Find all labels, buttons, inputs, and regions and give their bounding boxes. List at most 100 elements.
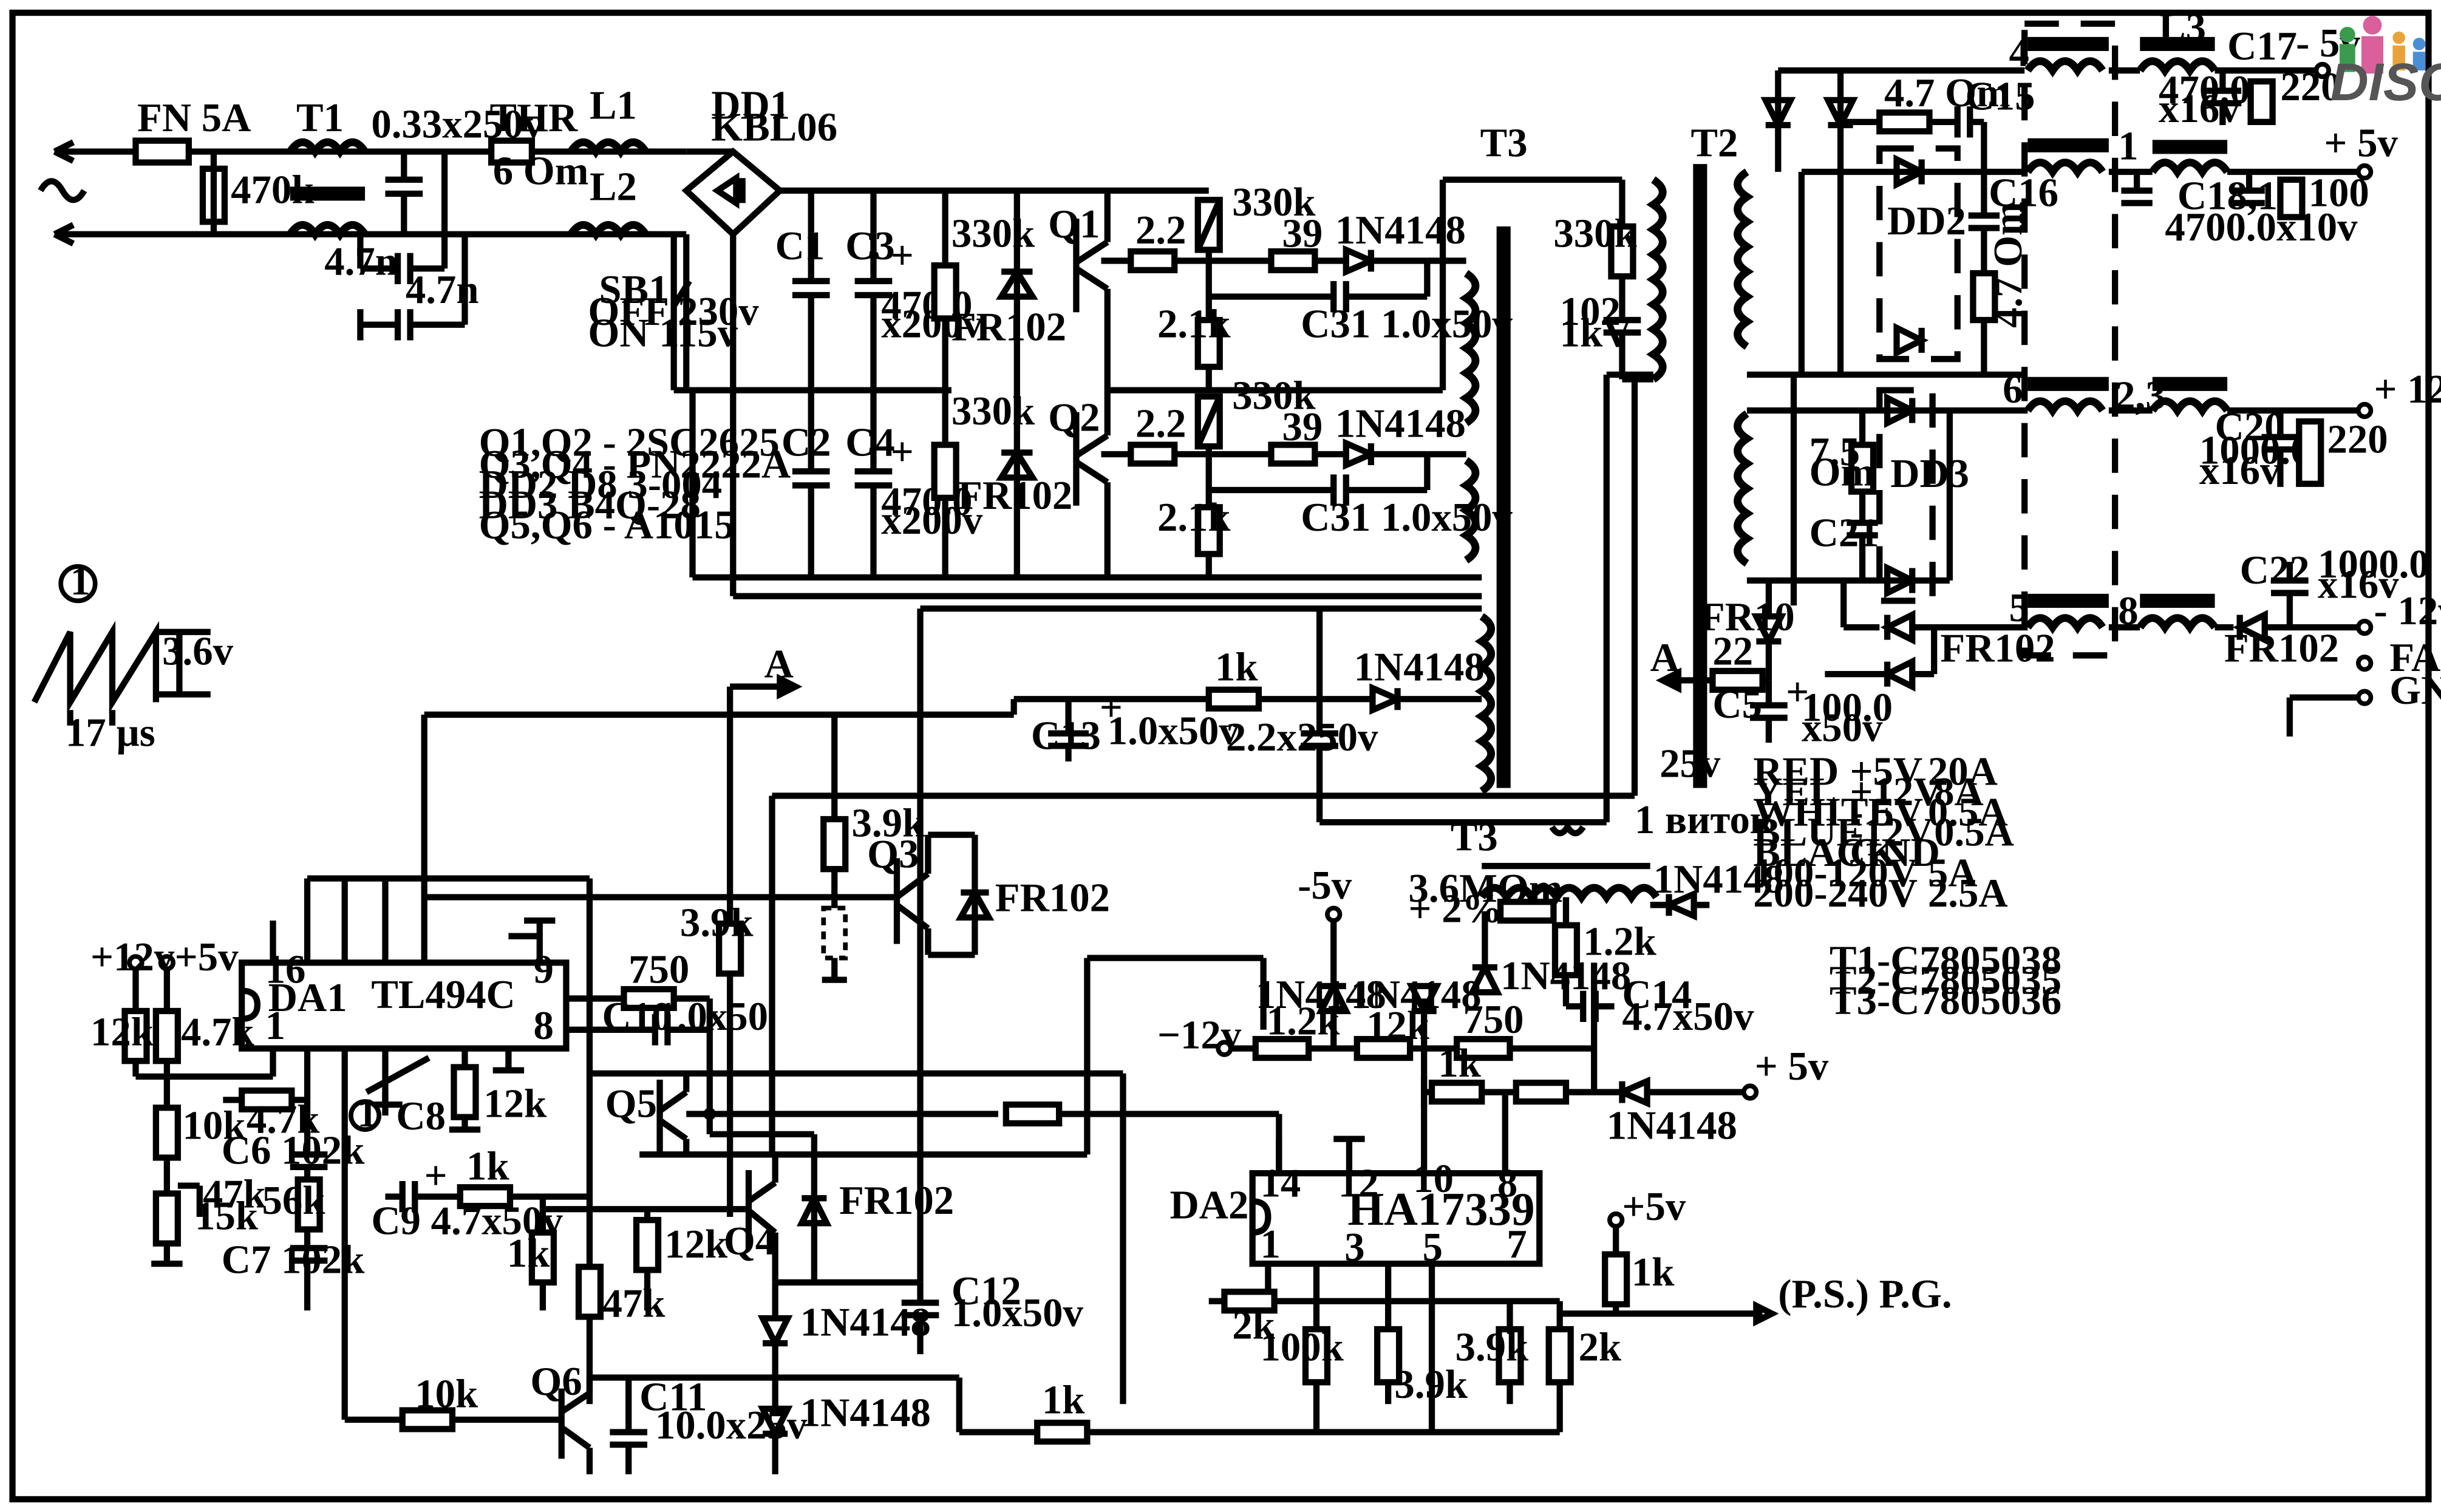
wire-amp: 8A	[1934, 769, 1984, 814]
wire-color: WHITE	[1753, 789, 1895, 834]
svg-text:+: +	[424, 1153, 448, 1198]
wire-volt: - 5V	[1850, 789, 1923, 834]
wire-volt: -12V	[1850, 810, 1933, 855]
r22a: 2.2	[1135, 208, 1186, 253]
oscillogram: 1 3.6v 17 µs	[31, 559, 234, 755]
r330k-4: 330k	[1232, 373, 1316, 418]
fr102-a: FR102	[952, 304, 1066, 349]
sb1-on: ON 115v	[588, 311, 738, 356]
dd1-type: KBL06	[711, 105, 837, 150]
r1k-f: 1k	[1632, 1250, 1675, 1295]
fr102-d: FR102	[839, 1178, 954, 1223]
c17-v: x16v	[2159, 86, 2240, 131]
t1-label: T1	[296, 95, 344, 140]
pin5: 5	[1423, 1225, 1443, 1270]
r750-b: 750	[1463, 997, 1523, 1042]
r330k-5: 330k	[1553, 211, 1637, 256]
r12k-a: 1.2k	[1267, 999, 1340, 1044]
wire-volt: +5V	[1850, 749, 1922, 794]
wire-amp: 2.5A	[1928, 871, 2008, 916]
r12k-b-da2: 12k	[1366, 1003, 1430, 1048]
thr-val: 6 Om	[493, 149, 589, 194]
transformer-line-2: T2-C7805035	[1830, 958, 2061, 1003]
q456-section: Q5 FR102 Q4 C12 1.0x50v 1N4148 1N4148 + …	[371, 955, 1560, 1474]
c17-val: 470.0	[2159, 67, 2250, 112]
q4-label: Q4	[724, 1219, 775, 1264]
r21k-a: 2.1k	[1157, 301, 1231, 346]
r100k: 100k	[1261, 1324, 1344, 1369]
pin10: 10	[1413, 1156, 1454, 1201]
driver-section: 1k 1N4148 C13 1.0x50v + 2.2x250v 1 виток…	[421, 371, 1774, 1282]
r39k-a: 3.9k	[680, 901, 754, 945]
c21: C21	[1809, 511, 1879, 556]
r100: 100	[2309, 171, 2369, 216]
d1n-b: 1N4148	[1335, 401, 1466, 446]
l1-label: L1	[590, 83, 637, 128]
half-bridge: Q1 Q2 2.2 2.2 330k 330k 2.1k 2.1k 39 1N4…	[1048, 120, 1738, 788]
transistor-line-3: DD2 D8 3-004	[479, 462, 723, 507]
gnd-label: GND	[2389, 668, 2441, 713]
logo-text: DISCUZ!	[2330, 52, 2441, 112]
r36mom: 3.6MOm	[1409, 866, 1563, 911]
c10-val: 1.0x50	[656, 994, 768, 1039]
r10k: 10k	[183, 1103, 247, 1148]
c47n-a-label: 4.7n	[324, 239, 398, 284]
r1k-a: 1k	[1215, 644, 1258, 689]
c4-label: C4	[845, 420, 895, 465]
secondary-outputs: 4 1 6 2,3 5 8 L3 C17 470.0 x16v 220 - 5v…	[1650, 5, 2441, 750]
t1-coil-bottom	[287, 221, 369, 242]
c3-label: C3	[845, 223, 895, 268]
r47om: 4.7 Om	[1884, 70, 2010, 115]
r330k-2: 330k	[952, 389, 1035, 434]
c47n-b-label: 4.7n	[406, 267, 479, 312]
pin12: 12	[1338, 1161, 1379, 1206]
pg-output: (P.S.) P.G.	[1778, 1272, 1952, 1316]
d1n-f: 1N4148	[1256, 972, 1386, 1017]
c12-val: 1.0x50v	[952, 1290, 1084, 1335]
r12k-da1: 12k	[90, 1009, 154, 1054]
r56k: 56k	[262, 1178, 326, 1223]
r47k: 4.7k	[181, 1009, 254, 1054]
wire-color: 100-120V	[1753, 850, 1918, 895]
wire-volt: GND	[1850, 830, 1939, 875]
plus5v-a: + 5v	[1755, 1044, 1829, 1089]
r75om-unit: Om	[1809, 449, 1875, 494]
r10k-b: 10k	[415, 1371, 478, 1416]
osc-amp: 3.6v	[162, 629, 233, 674]
transistor-line-2: Q3,Q4 - PN2222A	[479, 441, 791, 486]
c4-v: x200v	[881, 498, 983, 543]
wire-color: RED	[1753, 749, 1839, 794]
wire-amp: 20A	[1928, 749, 1998, 794]
c13: C13	[1031, 713, 1101, 758]
fan-label: FAN	[2389, 635, 2441, 680]
transformer-line-1: T1-C7805038	[1830, 938, 2061, 982]
svg-text:+: +	[891, 429, 914, 474]
thermistor	[488, 137, 536, 166]
v25-label: 25v	[1660, 741, 1721, 786]
bulk-caps: C1 C2 C3 C4 470.0 x200v 470.0 x200v ++ 3…	[775, 190, 1072, 577]
plus5v-b: +5v	[1622, 1184, 1686, 1229]
label-a2: A	[1650, 635, 1680, 680]
d1n-c: 1N4148	[1354, 644, 1485, 689]
r12k-b: 12k	[483, 1081, 547, 1126]
r39k-d: 3.9k	[1455, 1324, 1529, 1369]
d1n-h: 1N4148	[1607, 1103, 1737, 1148]
fr102-f: FR102	[2224, 626, 2339, 671]
da2-comparator: 14 12 10 8 1 3 5 7 HA17339 DA2 -5v 1N414…	[1157, 814, 1952, 1432]
label-a1: A	[764, 641, 794, 686]
da1-type: TL494C	[371, 972, 515, 1017]
wire-amp: 0.5A	[1934, 810, 2014, 855]
wire-volt: +12V	[1850, 769, 1942, 814]
t3-label: T3	[1480, 120, 1528, 165]
r47k-c: 47k	[602, 1281, 666, 1326]
sb1-label: SB1	[599, 267, 669, 312]
c22-val: 1000.0	[2318, 542, 2429, 587]
r2k-a: 2k	[1232, 1303, 1275, 1347]
dd1-label: DD1	[711, 83, 790, 128]
r15k: 15k	[195, 1194, 259, 1239]
r330k-1: 330k	[952, 211, 1035, 256]
dd2: DD2	[1887, 199, 1966, 243]
plus12v-out: + 12v	[2374, 367, 2441, 412]
transistor-line-1: Q1,Q2 - 2SC2625	[479, 420, 780, 465]
pin1b: 1	[1261, 1222, 1281, 1267]
